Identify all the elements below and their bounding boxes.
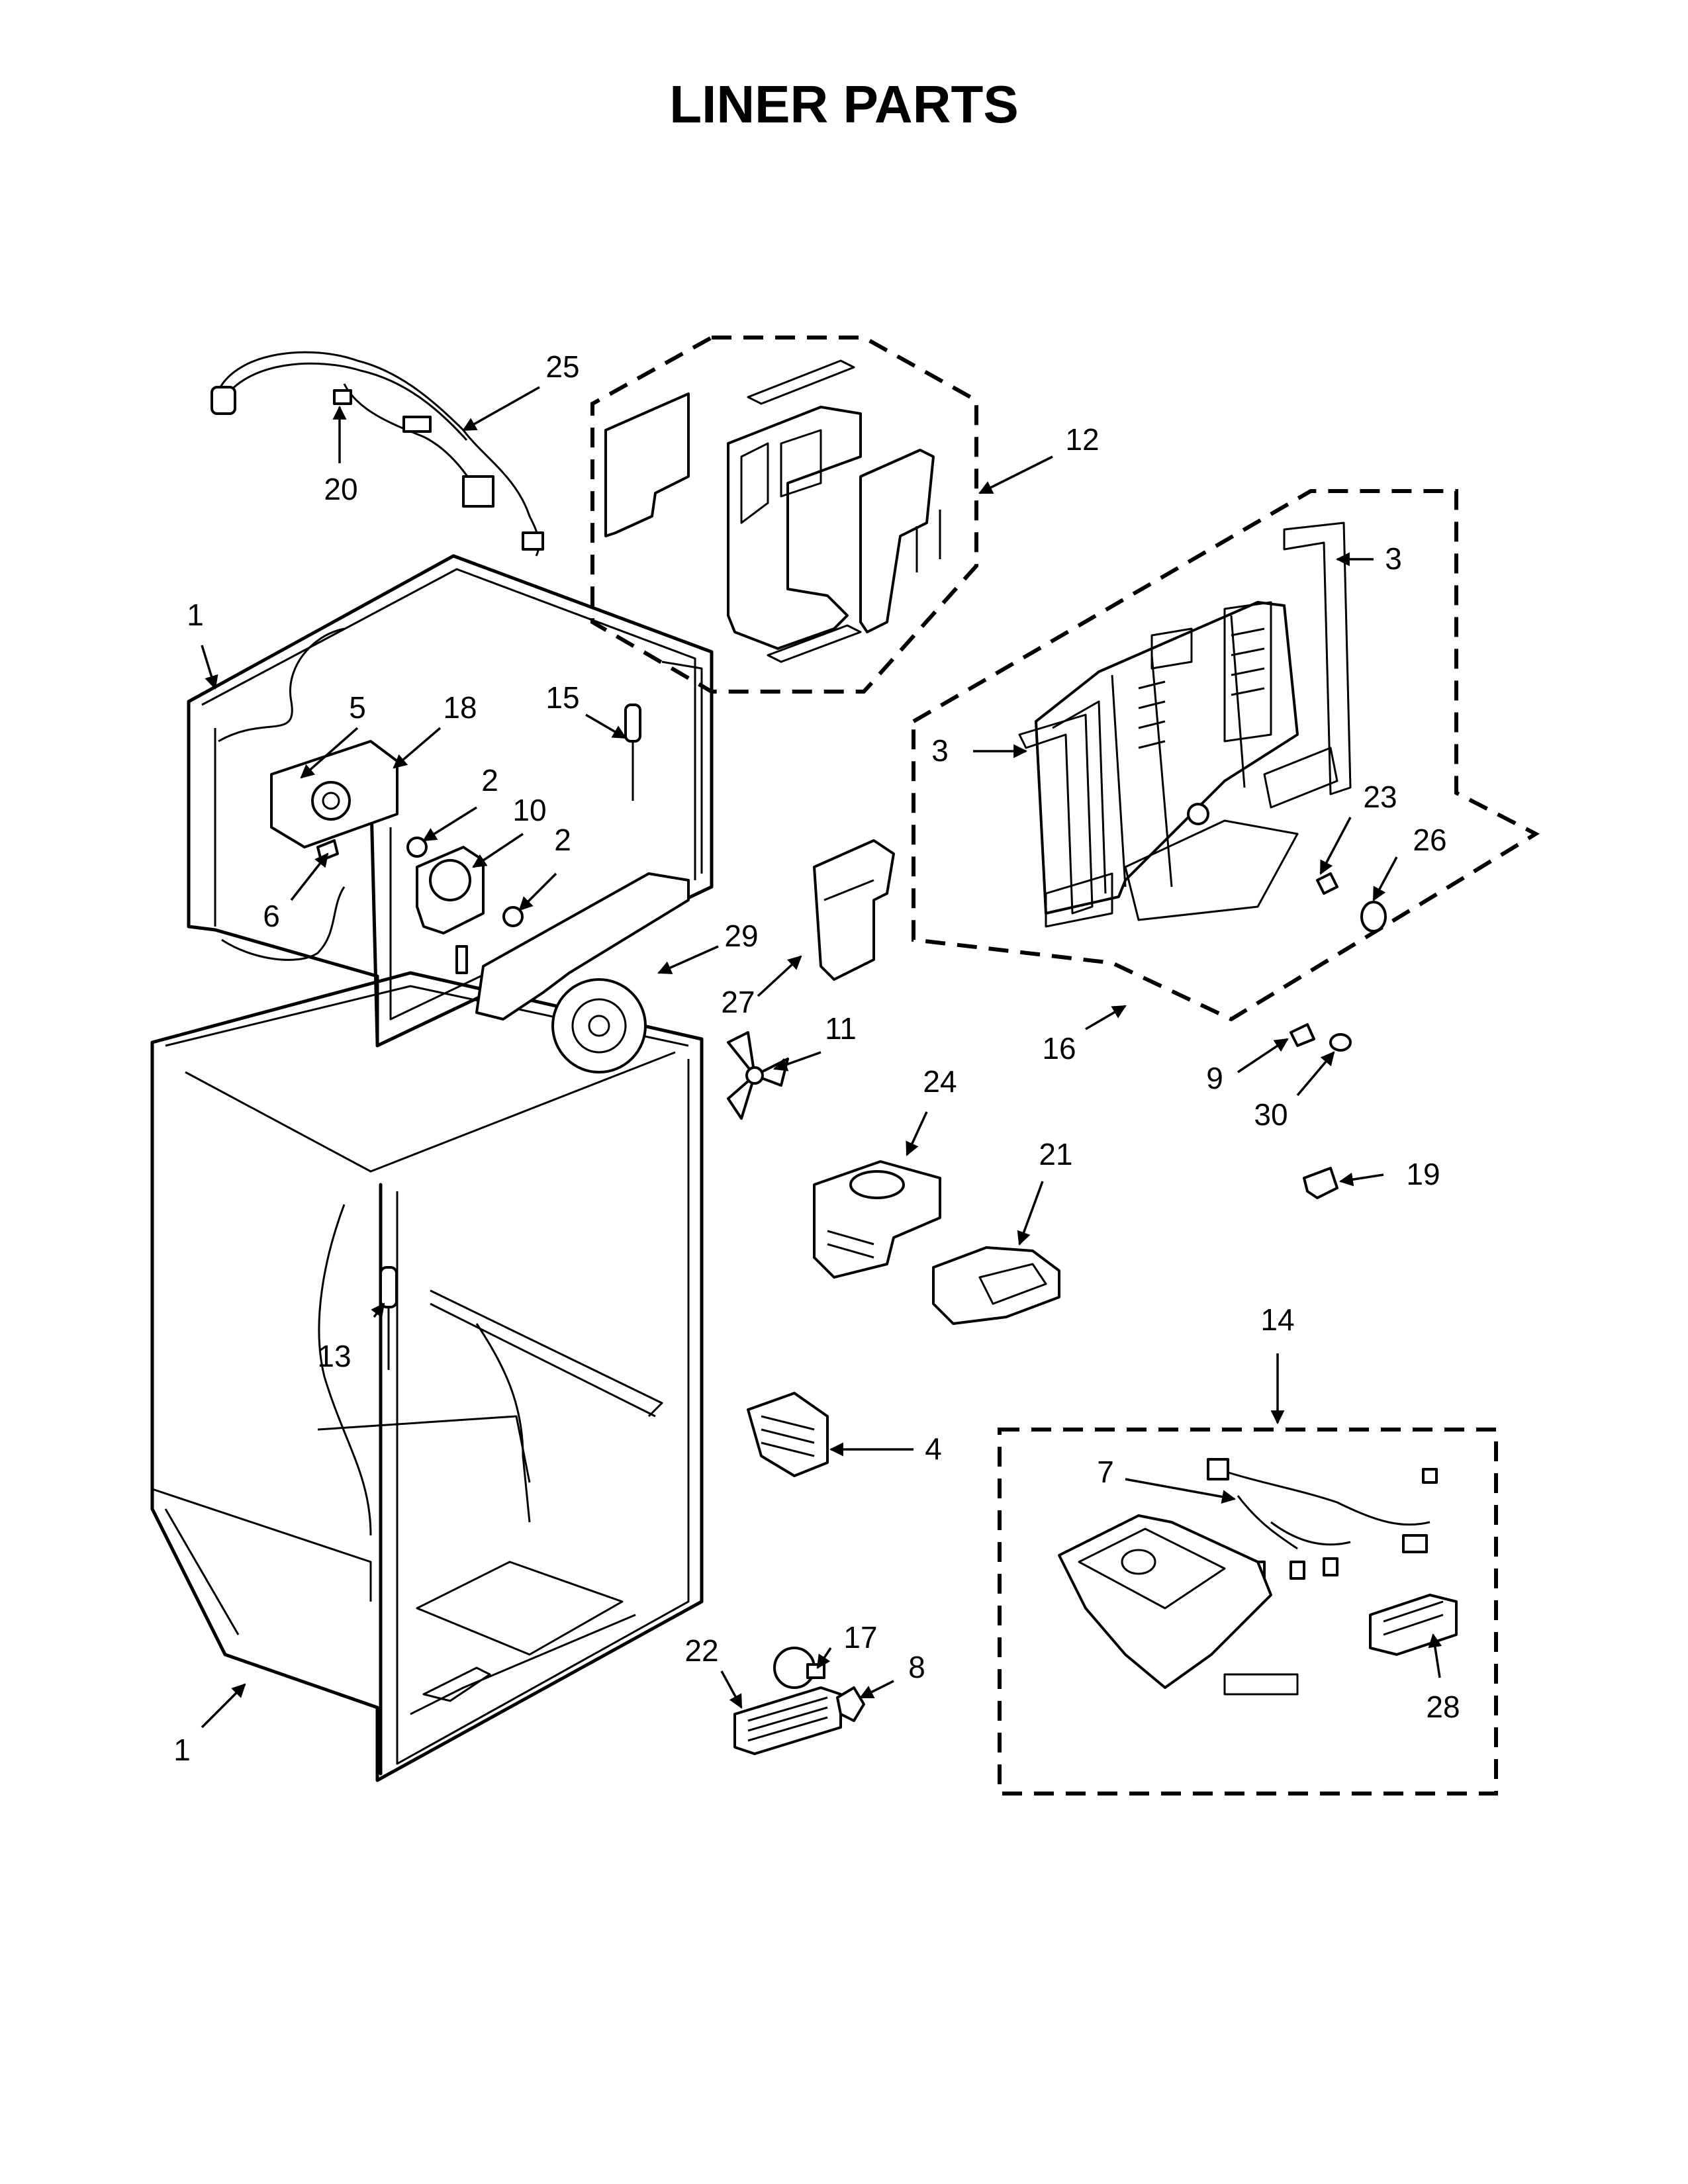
part-21-housing — [932, 1246, 1060, 1325]
part-22-grille — [733, 1686, 842, 1755]
part-28-control — [1369, 1594, 1458, 1656]
callout-18: 18 — [443, 690, 477, 725]
callout-30: 30 — [1254, 1097, 1288, 1132]
part-18-bracket — [270, 740, 399, 848]
part-13-sensor — [379, 1266, 398, 1370]
callout-23: 23 — [1363, 780, 1397, 814]
callout-17: 17 — [843, 1620, 877, 1655]
callout-15: 15 — [545, 680, 579, 715]
callout-2-lower: 2 — [554, 823, 571, 857]
part-15-sensor — [624, 704, 641, 801]
callout-6: 6 — [263, 899, 280, 933]
callout-7: 7 — [1097, 1455, 1114, 1489]
part-23-screw — [1316, 872, 1338, 895]
group-16-outline — [912, 489, 1540, 1022]
wire-harness-25 — [211, 351, 544, 557]
callout-29: 29 — [724, 919, 758, 953]
freezer-liner — [187, 554, 714, 1048]
part-19-switch — [1303, 1167, 1338, 1199]
part-27-cover — [813, 839, 895, 981]
callout-14: 14 — [1260, 1302, 1294, 1337]
fresh-food-liner — [150, 971, 704, 1782]
callout-2-upper: 2 — [481, 763, 498, 797]
part-6-screw — [316, 839, 339, 862]
callout-21: 21 — [1039, 1137, 1072, 1171]
part-16-evaporator-cover — [1018, 522, 1352, 928]
callout-26: 26 — [1413, 823, 1446, 857]
part-17-bulb — [773, 1647, 825, 1689]
part-9-screw — [1289, 1023, 1315, 1047]
callout-11: 11 — [825, 1011, 857, 1046]
part-11-fan-blade — [727, 1031, 789, 1120]
part-24-housing — [813, 1160, 941, 1279]
callout-5: 5 — [349, 690, 366, 725]
part-26-cap — [1360, 901, 1387, 933]
page-title: LINER PARTS — [669, 75, 1018, 134]
callout-25: 25 — [545, 349, 579, 384]
part-2-grommet — [406, 837, 524, 927]
callout-16: 16 — [1042, 1031, 1076, 1066]
callout-8: 8 — [908, 1650, 925, 1684]
part-30-cap — [1329, 1033, 1352, 1052]
callout-1-upper: 1 — [187, 598, 204, 632]
callout-20: 20 — [324, 472, 357, 506]
callout-3-left: 3 — [931, 733, 949, 768]
part-29-shroud — [475, 872, 690, 1073]
part-12-duct — [604, 359, 941, 663]
callout-3-right: 3 — [1385, 541, 1402, 576]
part-10-fan-motor — [416, 846, 485, 974]
part-14-ice-housing — [1058, 1514, 1299, 1696]
callout-12: 12 — [1065, 422, 1099, 457]
callout-numbers: 1 1 2 2 3 3 4 5 6 7 8 9 10 11 12 13 14 1… — [173, 349, 1460, 1767]
part-8-socket — [836, 1686, 865, 1722]
callout-9: 9 — [1206, 1061, 1223, 1095]
callout-4: 4 — [925, 1432, 942, 1466]
group-14-outline — [998, 1428, 1498, 1796]
callout-13: 13 — [317, 1339, 351, 1373]
callout-28: 28 — [1426, 1690, 1460, 1724]
callout-10: 10 — [512, 793, 546, 827]
callout-27: 27 — [721, 985, 755, 1019]
callout-19: 19 — [1406, 1157, 1440, 1191]
callout-1-lower: 1 — [173, 1733, 191, 1767]
callout-24: 24 — [923, 1064, 957, 1099]
group-12-outline — [590, 336, 978, 694]
part-4-damper — [747, 1392, 829, 1477]
leader-lines — [201, 386, 1442, 1729]
callout-22: 22 — [684, 1633, 718, 1668]
